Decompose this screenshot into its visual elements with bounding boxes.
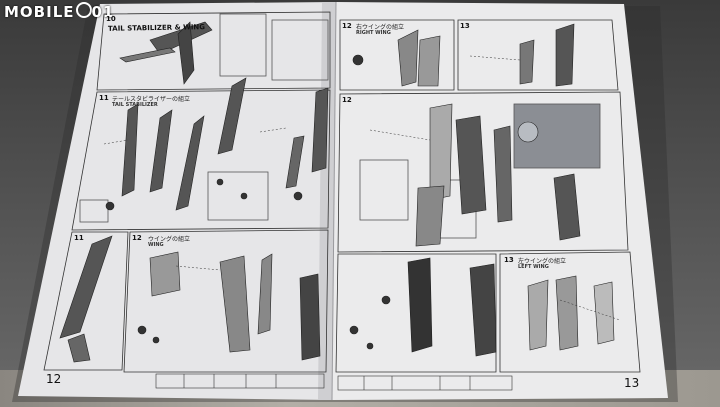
left-page [18,2,336,400]
right-section-13-label: 13 [460,22,470,30]
right-section-13b-label: 13 [504,256,514,264]
right-page-number: 13 [624,376,640,390]
watermark-text: MOBILE [4,3,75,21]
left-section-10-title: TAIL STABILIZER & WING [107,23,206,33]
left-section-11-title-jp: テールスタビライザーの組立 [112,96,191,103]
left-section-10-label: 10 [106,15,116,23]
left-section-11-title: TAIL STABILIZER [112,102,158,108]
left-section-12-title-jp: ウイングの組立 [148,236,191,243]
right-section-12-title-jp: 右ウイングの組立 [356,24,405,31]
watermark-logo-icon [75,2,92,18]
left-footer-legend [155,373,325,389]
left-panels [43,11,331,373]
left-section-11b-label: 11 [74,234,84,242]
right-footer-legend [337,375,513,391]
right-section-12-title: RIGHT WING [356,30,391,36]
left-section-11-label: 11 [99,94,109,102]
left-section-12-title: WING [148,242,164,248]
watermark-suffix: 01 [91,3,115,21]
right-section-12-label: 12 [342,22,352,30]
right-section-13b-title: LEFT WING [518,264,549,270]
left-section-12-label: 12 [132,234,142,242]
left-page-number: 12 [46,372,62,386]
watermark: MOBILE 01 [4,2,114,21]
right-section-12b-label: 12 [342,96,352,104]
right-section-13b-title-jp: 左ウイングの組立 [518,258,567,265]
right-illustrations [349,23,615,357]
left-illustrations [59,21,329,363]
